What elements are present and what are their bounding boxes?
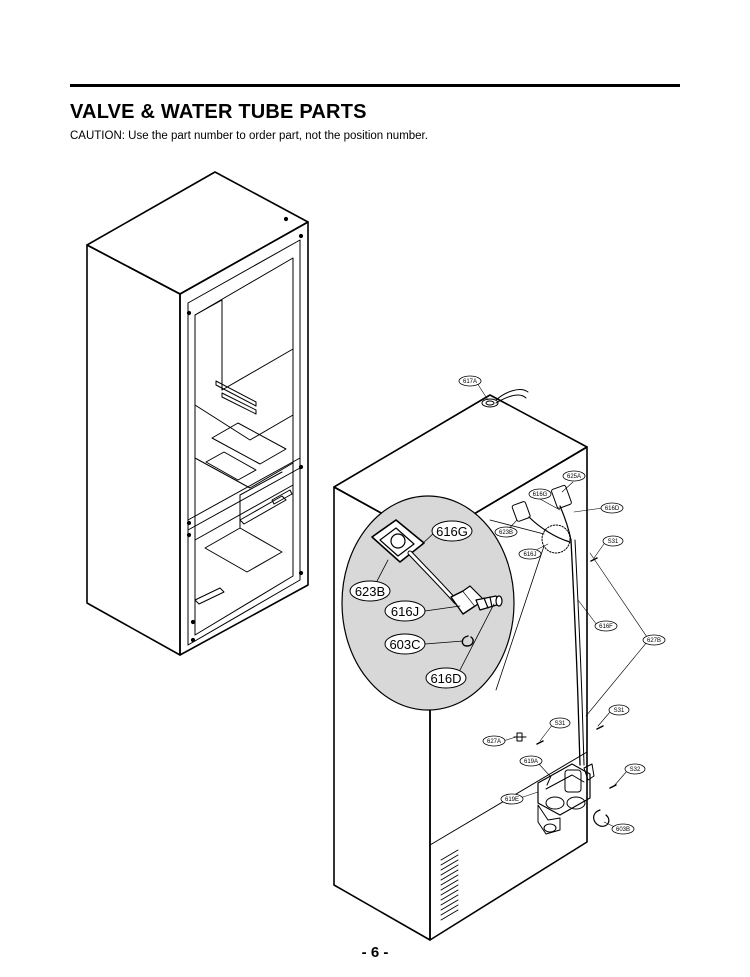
callout-S32: S32 xyxy=(630,767,641,773)
callout-616D: 616D xyxy=(605,506,620,512)
header-rule xyxy=(70,84,680,87)
page-number: - 6 - xyxy=(361,944,389,961)
callout-616G: 616G xyxy=(533,492,548,498)
callout-S31-mid: S31 xyxy=(555,721,566,727)
detail-label-616J: 616J xyxy=(391,604,419,619)
callout-S31-right: S31 xyxy=(614,708,625,714)
detail-leaders xyxy=(375,530,495,671)
detail-label-623B: 623B xyxy=(355,584,385,599)
detail-callout-ovals xyxy=(349,520,473,689)
detail-label-603C: 603C xyxy=(389,637,420,652)
callout-616J: 616J xyxy=(523,552,536,558)
callout-ovals xyxy=(458,375,666,835)
detail-label-616D: 616D xyxy=(430,671,461,686)
rear-details xyxy=(429,389,617,941)
callout-619E: 619E xyxy=(505,797,519,803)
caution-note: CAUTION: Use the part number to order pa… xyxy=(70,130,428,142)
callout-623B: 623B xyxy=(499,530,513,536)
callout-627B: 627B xyxy=(647,638,661,644)
water-valve-icon xyxy=(537,763,595,835)
callout-627A: 627A xyxy=(487,739,501,745)
callout-616F: 616F xyxy=(599,624,613,630)
callout-603B: 603B xyxy=(616,827,630,833)
refrigerator-cabinet-front xyxy=(86,171,309,656)
callout-625A: 625A xyxy=(567,474,581,480)
detail-magnifier xyxy=(341,495,545,711)
callout-S31-top: S31 xyxy=(608,539,619,545)
callout-leaders xyxy=(476,382,648,829)
callout-617A: 617A xyxy=(463,379,477,385)
callout-619A: 619A xyxy=(524,759,538,765)
page-title: VALVE & WATER TUBE PARTS xyxy=(70,101,367,123)
detail-label-616G: 616G xyxy=(436,524,468,539)
cabinet-interior xyxy=(186,216,304,646)
